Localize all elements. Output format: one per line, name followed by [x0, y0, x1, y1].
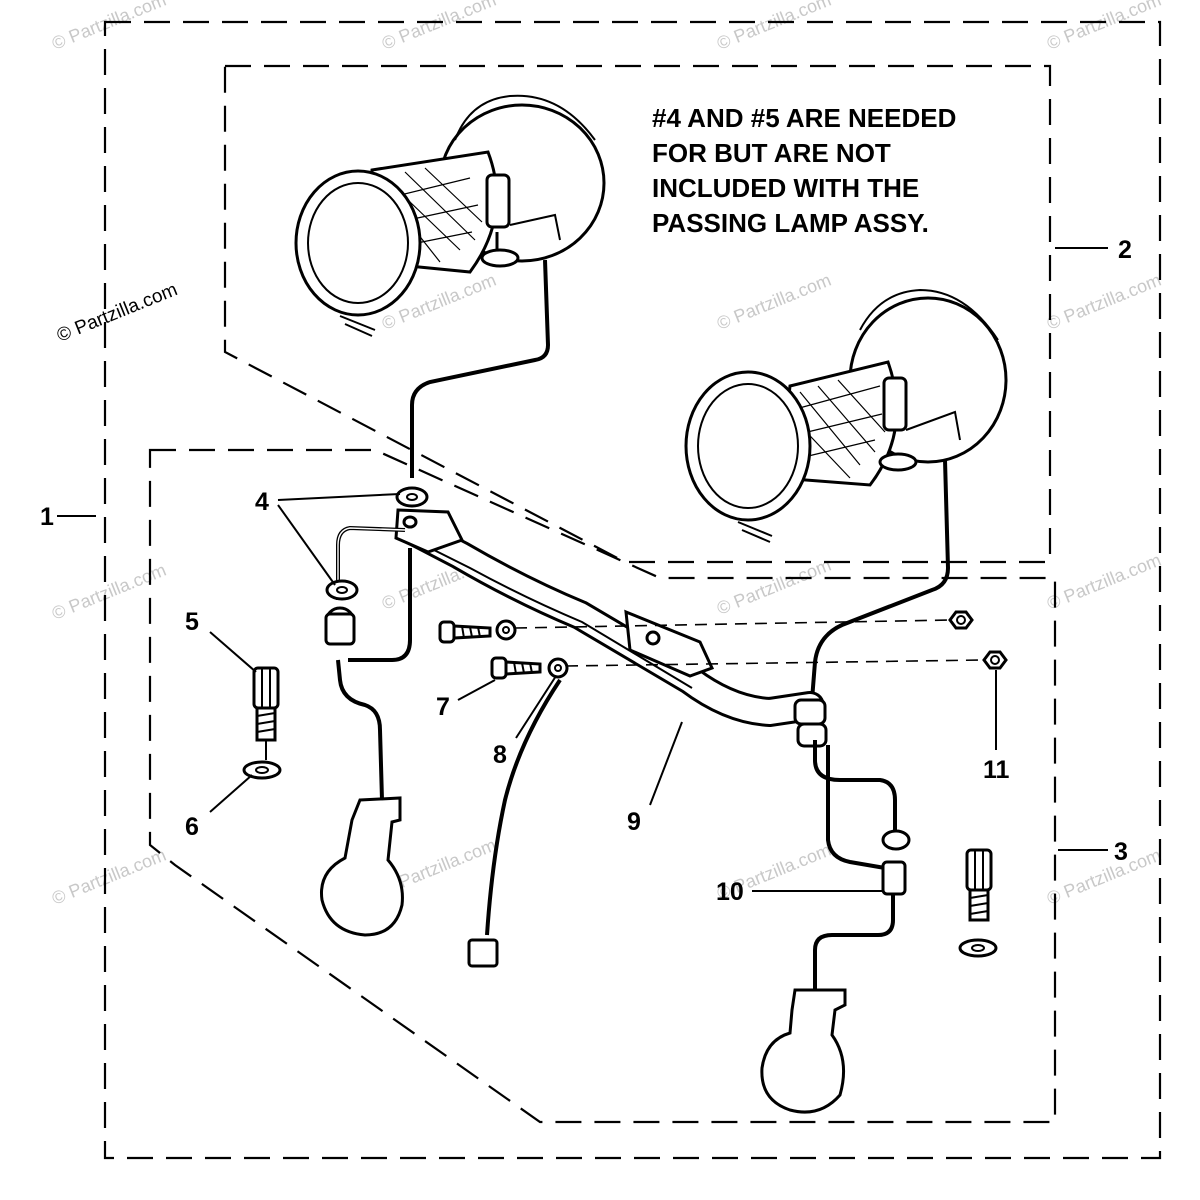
- callout-leaders: [57, 247, 1108, 892]
- bolt-left: [252, 666, 280, 760]
- callout-numbers: 1 2 3 4 5 6 7 8 9 10 11: [40, 236, 1132, 906]
- callout-4: 4: [255, 488, 269, 516]
- callout-11: 11: [983, 756, 1010, 784]
- lock-washer-lower: [547, 657, 569, 679]
- watermark: © Partzilla.com: [714, 0, 834, 54]
- callout-5: 5: [185, 608, 199, 636]
- washer-left: [242, 760, 282, 780]
- harness-left: [319, 525, 412, 937]
- watermark: © Partzilla.com: [1044, 0, 1164, 54]
- callout-6: 6: [185, 813, 199, 841]
- switch-lead: [467, 678, 562, 968]
- watermark: © Partzilla.com: [379, 0, 499, 54]
- nut-upper: [948, 610, 974, 630]
- grommet-upper: [395, 486, 429, 508]
- watermark: © Partzilla.com: [49, 845, 169, 909]
- watermark: © Partzilla.com: [1044, 550, 1164, 614]
- fastener-centerlines: [514, 619, 985, 667]
- callout-3: 3: [1114, 838, 1128, 866]
- washer-right: [958, 938, 998, 958]
- outer-assembly-frame: [103, 20, 1162, 1160]
- harness-right: [760, 740, 911, 1114]
- callout-7: 7: [436, 693, 450, 721]
- watermark: © Partzilla.com: [714, 270, 834, 334]
- nut-lower: [982, 650, 1008, 670]
- watermark-dark: © Partzilla.com: [54, 279, 181, 346]
- note-line-2: FOR BUT ARE NOT: [652, 138, 891, 168]
- lock-washer-upper: [495, 619, 517, 641]
- watermark: © Partzilla.com: [1044, 270, 1164, 334]
- bolt-right: [965, 848, 993, 922]
- note-line-3: INCLUDED WITH THE: [652, 173, 919, 203]
- callout-2: 2: [1118, 236, 1132, 264]
- passing-lamp-left: [294, 94, 606, 337]
- watermark: © Partzilla.com: [1044, 845, 1164, 909]
- screw-upper: [438, 620, 492, 644]
- callout-10: 10: [716, 878, 744, 906]
- watermark: © Partzilla.com: [49, 0, 169, 54]
- lamp-assembly-frame: [223, 64, 1052, 564]
- callout-9: 9: [627, 808, 641, 836]
- grommet-lower: [325, 579, 359, 601]
- note-line-1: #4 AND #5 ARE NEEDED: [652, 103, 956, 133]
- mounting-bar: [394, 508, 828, 748]
- note-line-4: PASSING LAMP ASSY.: [652, 208, 929, 238]
- assembly-note: #4 AND #5 ARE NEEDED FOR BUT ARE NOT INC…: [652, 103, 956, 238]
- bracket-kit-frame: [148, 448, 1057, 1124]
- screw-lower: [490, 656, 542, 680]
- watermark: © Partzilla.com: [714, 555, 834, 619]
- lamp-wires: [410, 259, 951, 701]
- passing-lamp-right: [684, 288, 1008, 543]
- callout-1: 1: [40, 503, 54, 531]
- callout-8: 8: [493, 741, 507, 769]
